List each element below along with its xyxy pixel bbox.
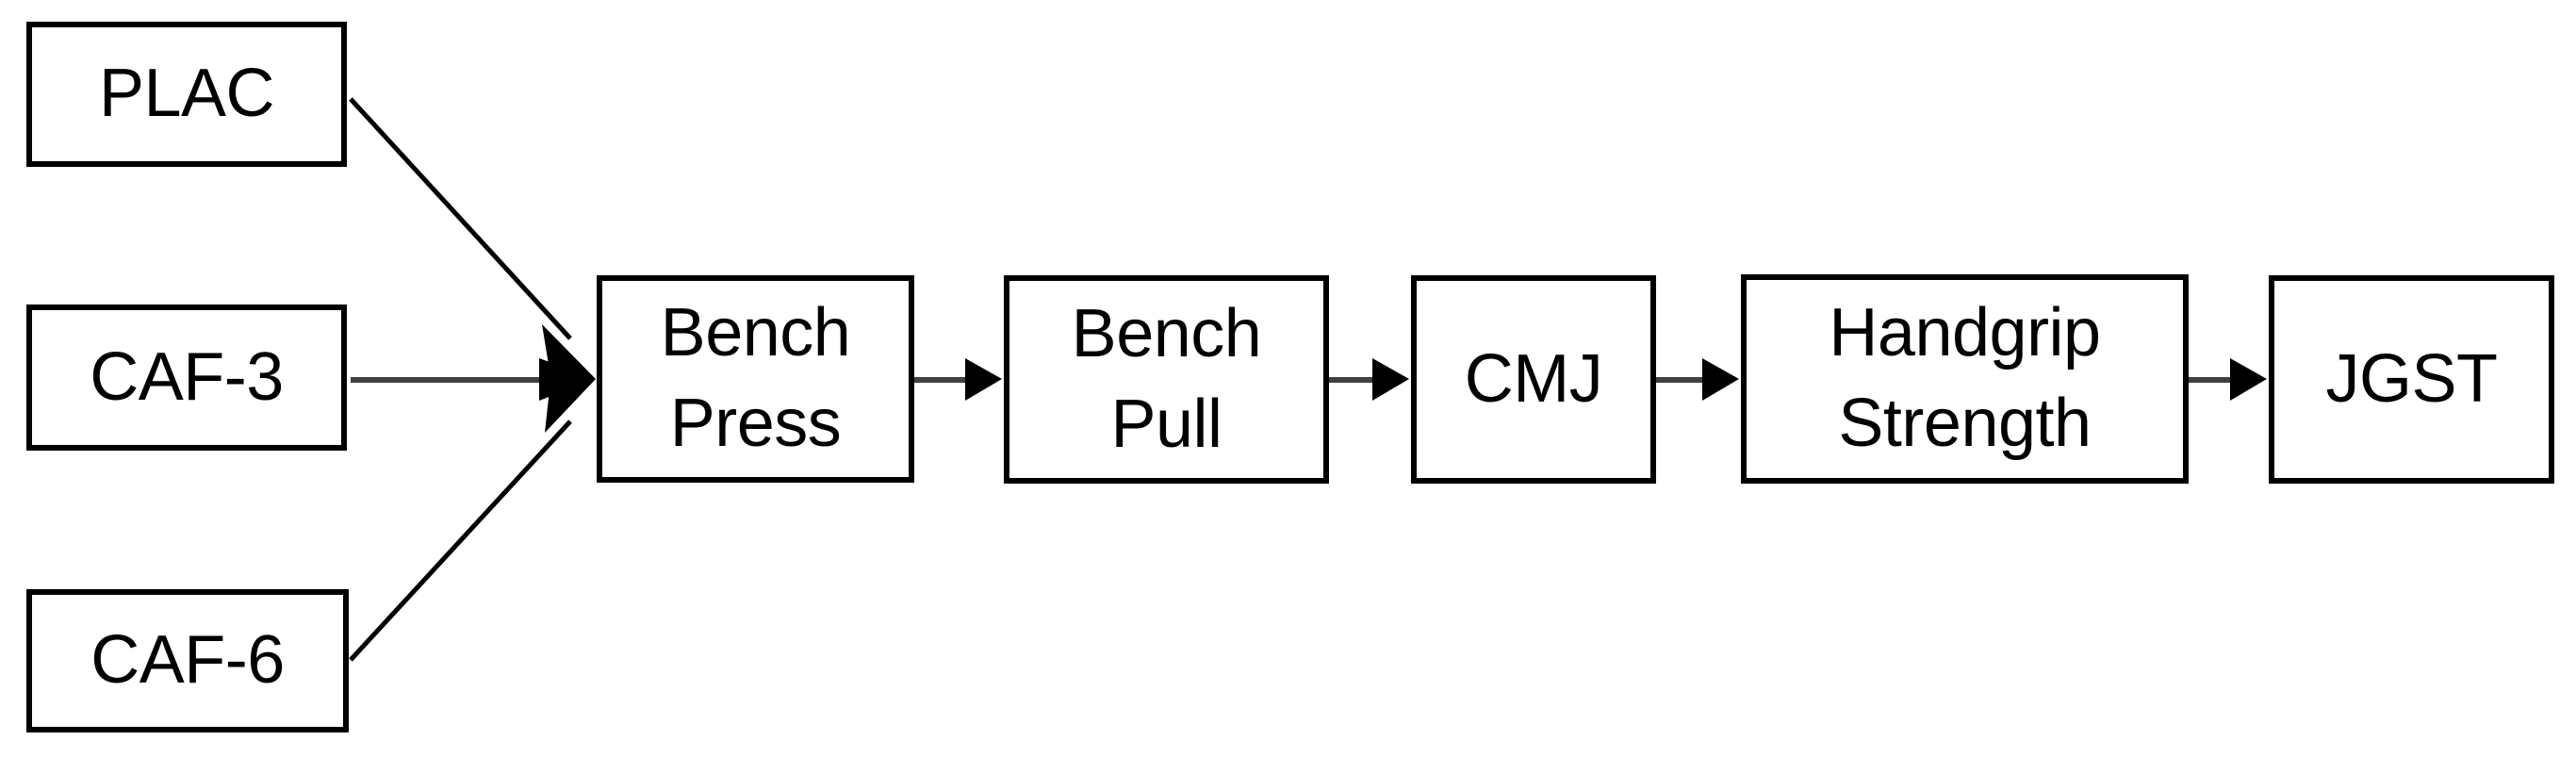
node-bench-press[interactable]: Bench Press (597, 275, 914, 483)
node-jgst[interactable]: JGST (2269, 275, 2554, 484)
node-caf-3[interactable]: CAF-3 (26, 304, 347, 451)
edge-bench-pull-to-cmj (1329, 358, 1409, 401)
edge-caf3-to-bench-press (351, 358, 596, 401)
node-bench-press-label: Bench Press (660, 295, 851, 461)
node-cmj-label: CMJ (1464, 340, 1603, 417)
node-handgrip-strength[interactable]: Handgrip Strength (1741, 274, 2189, 484)
node-bench-pull[interactable]: Bench Pull (1004, 275, 1329, 484)
edge-caf6-to-bench-press (349, 420, 572, 662)
node-caf-3-label: CAF-3 (90, 338, 284, 415)
node-bench-pull-label: Bench Pull (1071, 295, 1262, 462)
node-handgrip-strength-label: Handgrip Strength (1829, 295, 2101, 461)
node-jgst-label: JGST (2325, 340, 2498, 417)
edge-plac-to-bench-press (349, 97, 596, 433)
edge-handgrip-strength-to-jgst (2189, 358, 2267, 401)
edge-bench-press-to-bench-pull (914, 358, 1002, 401)
node-caf-6[interactable]: CAF-6 (26, 589, 349, 732)
node-cmj[interactable]: CMJ (1411, 275, 1656, 484)
node-plac[interactable]: PLAC (26, 22, 347, 167)
node-caf-6-label: CAF-6 (90, 622, 285, 699)
node-plac-label: PLAC (98, 56, 275, 132)
edge-cmj-to-handgrip-strength (1656, 358, 1739, 401)
